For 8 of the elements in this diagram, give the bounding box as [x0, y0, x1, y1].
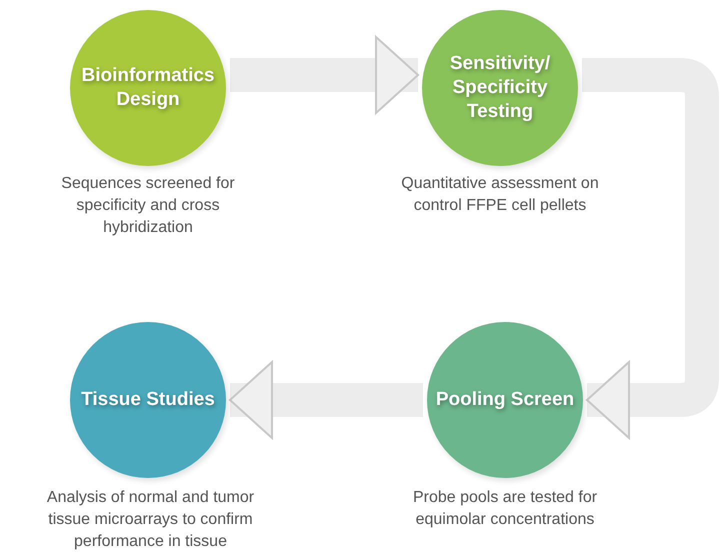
step-description: Analysis of normal and tumor tissue microarrays to confirm performance in tissue: [46, 488, 256, 552]
step-title: Tissue Studies: [80, 388, 216, 412]
step-title: Bioinformatics Design: [80, 64, 216, 112]
step-title: Pooling Screen: [435, 388, 575, 412]
step-description: Probe pools are tested for equimolar concentrations: [412, 488, 598, 530]
step-title: Sensitivity/ Specificity Testing: [448, 52, 552, 124]
step-description: Quantitative assessment on control FFPE cell pellets: [400, 174, 600, 216]
step-description: Sequences screened for specificity and cross hybridization: [60, 174, 236, 238]
